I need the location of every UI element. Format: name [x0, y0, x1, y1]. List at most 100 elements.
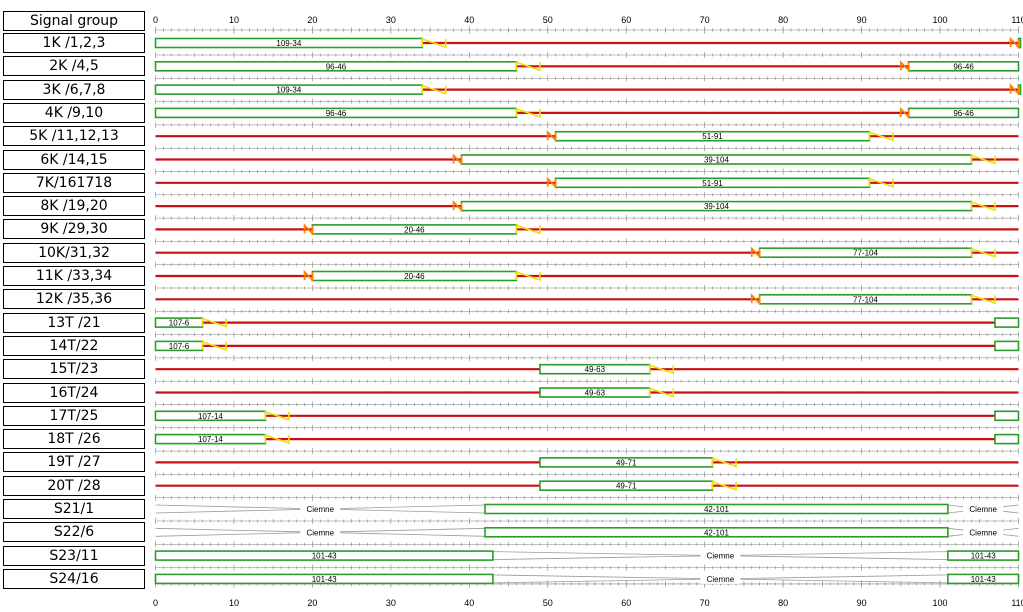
- green-phase-label: 109-34: [276, 86, 301, 95]
- signal-row: 96-46 96-46: [154, 106, 1020, 128]
- axis-tick-label: 100: [933, 15, 948, 25]
- green-phase-bar: [154, 550, 494, 561]
- amber-phase: [970, 154, 996, 165]
- signal-row: 77-104: [155, 246, 1019, 268]
- red-amber-phase: [750, 293, 761, 306]
- signal-row: 20-46: [155, 269, 1019, 291]
- dark-phase-label: Ciemne: [306, 505, 334, 514]
- green-phase-label: 77-104: [853, 295, 878, 304]
- green-phase-bar: [947, 573, 1020, 585]
- signal-row: Ciemne 101-43 101-43: [154, 573, 1020, 585]
- signal-group-label: 1K /1,2,3: [3, 33, 145, 53]
- dark-phase-label: Ciemne: [306, 528, 334, 537]
- green-phase-label: 20-46: [404, 272, 425, 281]
- green-phase-label: 51-91: [702, 132, 723, 141]
- amber-phase: [648, 387, 675, 398]
- red-amber-phase: [452, 199, 463, 213]
- signal-group-label: S23/11: [3, 545, 145, 566]
- green-phase-label: 107-6: [169, 319, 190, 328]
- signal-group-label: S21/1: [3, 499, 145, 519]
- dark-phase-label: Ciemne: [969, 528, 997, 537]
- amber-phase: [970, 294, 996, 305]
- amber-phase: [264, 433, 290, 445]
- signal-group-label: 19T /27: [3, 452, 145, 473]
- green-phase-label: 107-6: [169, 342, 190, 351]
- green-phase-label: 101-43: [971, 552, 996, 561]
- signal-group-label: 12K /35,36: [3, 289, 145, 310]
- signal-group-label: 10K/31,32: [3, 242, 145, 263]
- dark-phase-label: Ciemne: [707, 575, 735, 584]
- signal-group-label: 18T /26: [3, 429, 145, 450]
- signal-row: 107-14: [154, 433, 1020, 455]
- axis-tick-label: 40: [464, 15, 474, 25]
- dark-label-bg: [963, 504, 1004, 514]
- amber-phase: [515, 107, 541, 119]
- red-amber-phase: [750, 246, 761, 259]
- green-phase-bar: [947, 550, 1020, 561]
- signal-group-label: 3K /6,7,8: [3, 79, 145, 100]
- signal-row: 109-34: [154, 36, 1022, 58]
- green-phase-label: 101-43: [312, 575, 337, 584]
- green-phase-label: 107-14: [198, 412, 223, 421]
- dark-phase-label: Ciemne: [707, 552, 735, 561]
- green-phase-label: 51-91: [702, 179, 723, 188]
- axis-tick-label: 30: [386, 598, 396, 608]
- green-phase-label: 107-14: [198, 435, 223, 444]
- amber-phase: [970, 200, 996, 212]
- green-phase-label: 77-104: [853, 249, 878, 258]
- signal-group-label: 16T/24: [3, 382, 145, 403]
- red-amber-phase: [899, 106, 910, 120]
- amber-phase: [201, 340, 227, 352]
- amber-phase: [711, 480, 737, 491]
- amber-phase: [970, 247, 996, 258]
- axis-tick-label: 50: [543, 15, 553, 25]
- signal-group-label: 2K /4,5: [3, 56, 145, 77]
- green-phase-label: 20-46: [404, 225, 425, 234]
- green-phase-label: 96-46: [953, 109, 974, 118]
- signal-row: 49-63: [155, 363, 1019, 385]
- axis-tick-label: 80: [778, 598, 788, 608]
- axis-tick-label: 70: [700, 598, 710, 608]
- signal-group-label: 7K/161718: [3, 172, 145, 193]
- signal-row: 39-104: [155, 199, 1019, 222]
- axis-tick-label: 30: [386, 15, 396, 25]
- axis-tick-label: 100: [933, 598, 948, 608]
- green-phase-label: 49-63: [585, 389, 606, 398]
- axis-tick-label: 0: [153, 598, 158, 608]
- signal-row: 107-6: [154, 317, 1020, 338]
- amber-phase: [421, 84, 447, 95]
- green-phase-label: 96-46: [326, 109, 347, 118]
- green-phase-bar: [154, 573, 494, 585]
- signal-group-label: S24/16: [3, 568, 145, 589]
- dark-label-bg: [300, 527, 341, 538]
- red-amber-phase: [546, 129, 557, 143]
- signal-group-label: 17T/25: [3, 405, 145, 426]
- signal-group-label: 11K /33,34: [3, 266, 145, 286]
- signal-group-label: 6K /14,15: [3, 149, 145, 170]
- green-phase-label: 96-46: [953, 62, 974, 71]
- header-signal-group: Signal group: [3, 11, 145, 31]
- axis-tick-label: 10: [229, 598, 239, 608]
- green-phase-label: 49-63: [585, 365, 606, 374]
- green-phase-bar: [994, 433, 1020, 445]
- red-amber-phase: [1009, 36, 1020, 50]
- dark-label-bg: [963, 527, 1004, 538]
- signal-group-label: 15T/23: [3, 359, 145, 380]
- signal-row: 51-91: [155, 176, 1019, 198]
- amber-phase: [648, 364, 675, 375]
- amber-phase: [515, 224, 541, 235]
- axis-tick-label: 20: [307, 15, 317, 25]
- axis-tick-label: 70: [700, 15, 710, 25]
- dark-phase-label: Ciemne: [969, 505, 997, 514]
- signal-row: 49-71: [155, 480, 1019, 501]
- signal-row: 51-91: [155, 129, 1019, 152]
- green-phase-label: 39-104: [704, 156, 729, 165]
- signal-group-label: 8K /19,20: [3, 196, 145, 217]
- green-phase-label: 101-43: [971, 575, 996, 584]
